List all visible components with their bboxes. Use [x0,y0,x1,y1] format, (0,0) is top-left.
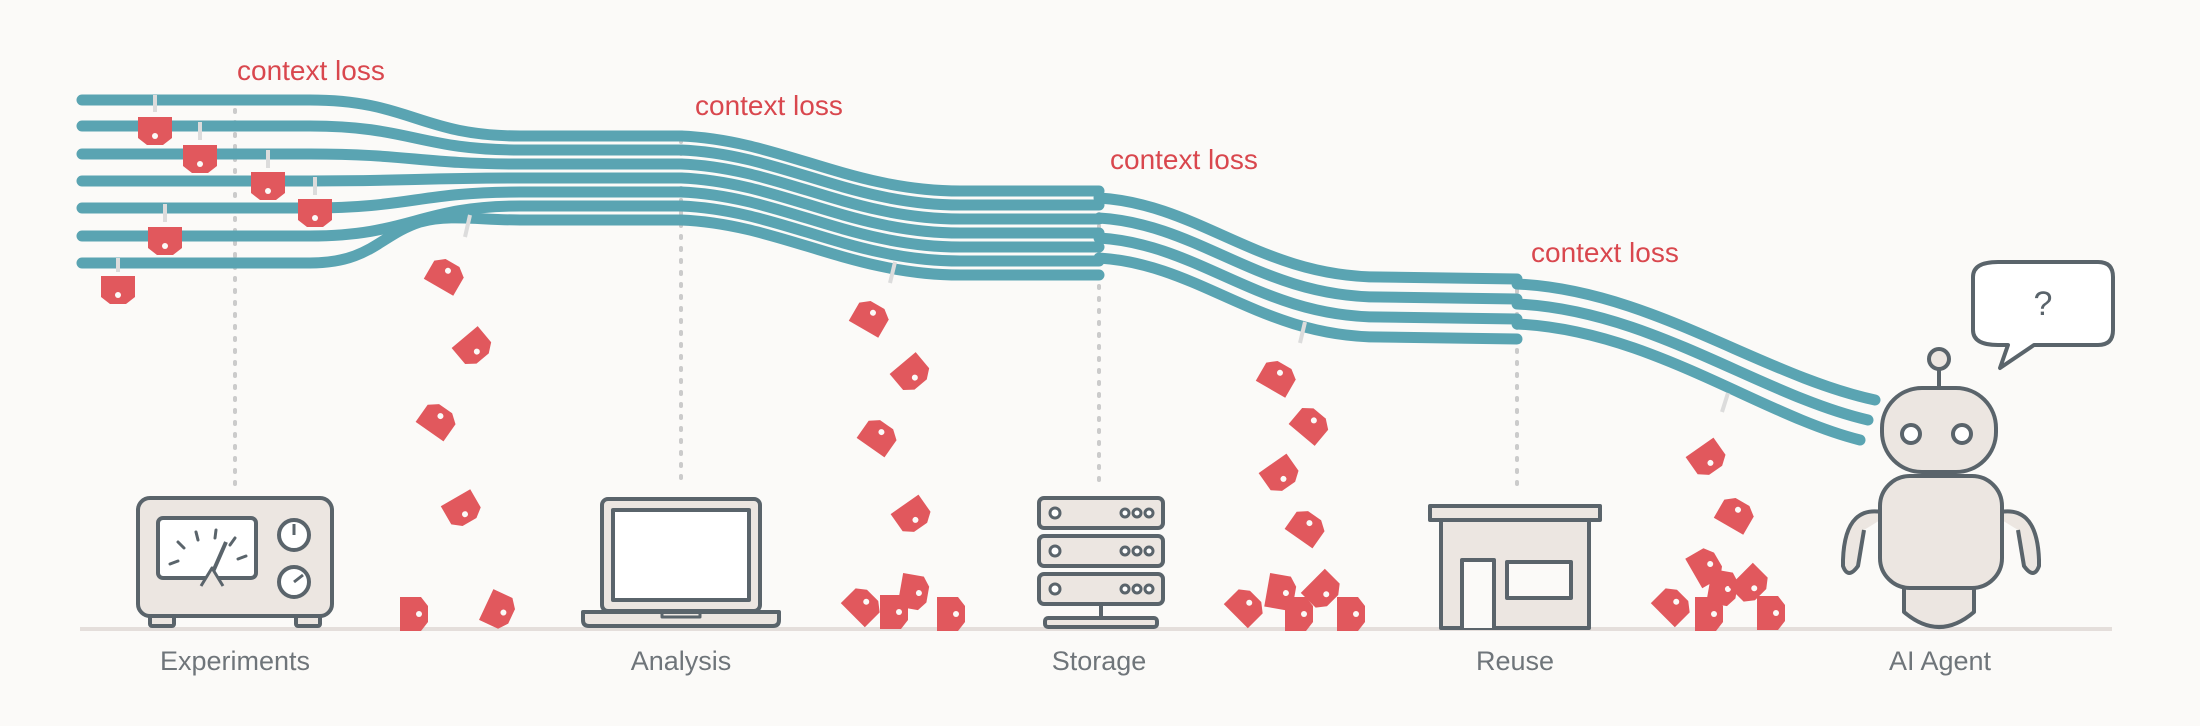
attached-tags [101,95,332,304]
context-loss-label: context loss [237,55,385,86]
speech-bubble: ? [1971,260,2115,370]
stream-line [675,130,1105,197]
stream-line [1093,212,1523,305]
stream-line [675,158,1105,225]
stream-line [1093,252,1523,345]
stage-label-experiments: Experiments [160,646,310,676]
falling-tags [400,214,1785,632]
stream-line [675,214,1105,281]
stage-label-storage: Storage [1052,646,1147,676]
stream-line [1511,278,1881,406]
stage-label-analysis: Analysis [631,646,732,676]
building-icon [1428,504,1602,630]
lab-instrument-icon [136,496,334,628]
stream-line [675,186,1105,253]
stage-label-ai-agent: AI Agent [1889,646,1992,676]
stream-line [1511,318,1866,446]
stream-line [76,212,687,269]
robot-icon [1841,347,2041,629]
stream-line [76,94,687,142]
data-streams [76,94,1881,446]
server-rack-icon [1037,496,1165,629]
stream-line [76,120,687,156]
question-mark: ? [2034,285,2053,323]
stream-line [1093,192,1523,285]
stream-line [675,200,1105,267]
stream-line [675,144,1105,211]
context-loss-label: context loss [1110,144,1258,175]
context-loss-label: context loss [1531,237,1679,268]
context-loss-label: context loss [695,90,843,121]
stream-line [1511,298,1874,426]
stream-line [675,172,1105,239]
stream-line [1093,232,1523,325]
stream-line [76,148,687,170]
laptop-icon [581,497,781,628]
stream-line [76,172,687,187]
stage-label-reuse: Reuse [1476,646,1554,676]
